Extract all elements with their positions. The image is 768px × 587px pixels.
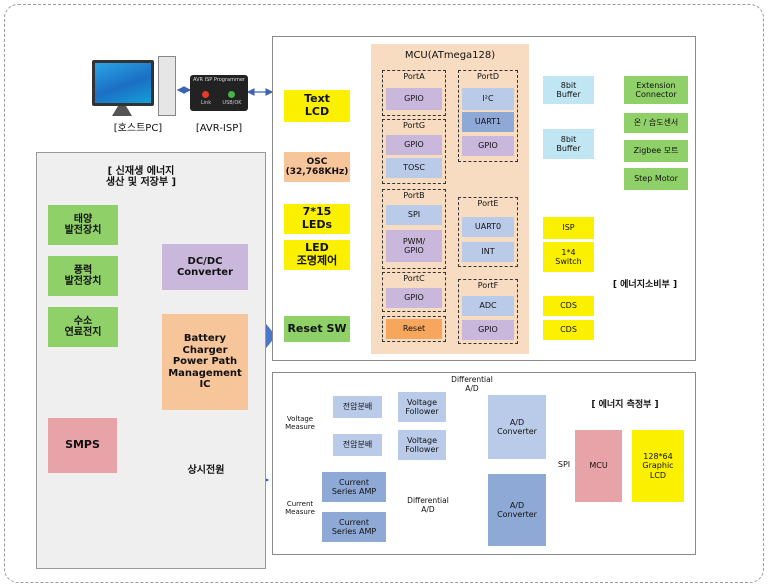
mcu-reset: Reset — [386, 319, 442, 339]
pc-tower-icon — [158, 56, 176, 116]
led-dimming-block: LED 조명제어 — [284, 240, 350, 270]
voltage-divider-1: 전압분배 — [333, 396, 382, 418]
port-b-pwm-gpio: PWM/ GPIO — [386, 230, 442, 262]
voltage-follower-2: Voltage Follower — [398, 430, 446, 460]
port-e-uart0: UART0 — [462, 217, 514, 237]
text-lcd: Text LCD — [284, 90, 350, 122]
led-red-icon — [202, 91, 209, 98]
port-e-int: INT — [462, 242, 514, 262]
wind-generator: 풍력 발전장치 — [48, 256, 118, 296]
port-d-box — [458, 70, 518, 162]
battery-charger-ic: Battery Charger Power Path Management IC — [162, 314, 248, 410]
reset-box — [382, 316, 446, 342]
solar-generator: 태양 발전장치 — [48, 205, 118, 245]
port-g-box — [382, 119, 446, 184]
port-f-adc: ADC — [462, 296, 514, 316]
buffer-1: 8bit Buffer — [543, 76, 594, 104]
port-f-title: PortF — [477, 281, 499, 291]
port-c-box — [382, 272, 446, 312]
current-series-amp-2: Current Series AMP — [322, 512, 386, 542]
port-c-title: PortC — [403, 274, 425, 284]
port-g-title: PortG — [402, 121, 426, 131]
voltage-measure-label: Voltage Measure — [285, 414, 315, 431]
isp-led1-text: Link — [200, 99, 212, 106]
port-d-title: PortD — [476, 72, 500, 82]
spi-label: SPI — [557, 460, 571, 470]
energy-consumption-label: [ 에너지소비부 ] — [612, 279, 678, 290]
ad-converter-2: A/D Converter — [488, 474, 546, 546]
avr-isp-device: AVR ISP Programmer Link USB/OK — [190, 75, 248, 111]
isp-connector: ISP — [543, 217, 594, 239]
port-b-title: PortB — [403, 191, 425, 201]
current-series-amp-1: Current Series AMP — [322, 472, 386, 502]
hydrogen-fuel-cell: 수소 연료전지 — [48, 307, 118, 347]
port-f-gpio: GPIO — [462, 320, 514, 340]
temp-humidity-sensor: 온 / 습도센서 — [624, 113, 688, 133]
port-e-box — [458, 197, 518, 267]
port-d-uart1: UART1 — [462, 112, 514, 132]
ad-converter-1: A/D Converter — [488, 395, 546, 459]
switch-block: 1*4 Switch — [543, 242, 594, 272]
avr-isp-label: [AVR-ISP] — [195, 123, 243, 135]
host-pc — [92, 56, 184, 122]
graphic-lcd: 128*64 Graphic LCD — [632, 430, 684, 502]
differential-ad-label-1: Differential A/D — [451, 375, 493, 393]
measurement-mcu: MCU — [575, 430, 622, 502]
energy-generation-title: [ 신재생 에너지 생산 및 저장부 ] — [105, 165, 177, 189]
standby-power-label: 상시전원 — [187, 465, 225, 477]
port-a-box — [382, 70, 446, 116]
differential-ad-label-2: Differential A/D — [407, 496, 449, 514]
reset-sw-block: Reset SW — [284, 316, 350, 342]
port-a-gpio: GPIO — [386, 88, 442, 110]
port-g-tosc: TOSC — [386, 158, 442, 178]
buffer-2: 8bit Buffer — [543, 129, 594, 159]
mcu-title: MCU(ATmega128) — [404, 50, 496, 62]
leds-block: 7*15 LEDs — [284, 204, 350, 234]
voltage-follower-1: Voltage Follower — [398, 392, 446, 422]
port-d-i2c: I²C — [462, 88, 514, 110]
osc-block: OSC (32,768KHz) — [284, 152, 350, 182]
energy-measurement-title: [ 에너지 측정부 ] — [591, 399, 659, 410]
port-a-title: PortA — [403, 72, 425, 82]
current-measure-label: Current Measure — [285, 499, 315, 516]
outer-frame — [4, 4, 764, 583]
port-b-spi: SPI — [386, 205, 442, 225]
voltage-divider-2: 전압분배 — [333, 434, 382, 456]
isp-led2-text: USB/OK — [222, 99, 242, 106]
port-b-box — [382, 189, 446, 269]
monitor-stand — [112, 106, 132, 116]
monitor-icon — [92, 60, 154, 106]
smps-block: SMPS — [48, 418, 117, 473]
port-g-gpio: GPIO — [386, 135, 442, 155]
zigbee-mote: Zigbee 모트 — [624, 140, 688, 162]
port-f-box — [458, 279, 518, 344]
extension-connector: Extension Connector — [624, 76, 688, 104]
port-c-gpio: GPIO — [386, 288, 442, 308]
port-e-title: PortE — [477, 199, 499, 209]
step-motor: Step Motor — [624, 168, 688, 190]
port-d-gpio: GPIO — [462, 136, 514, 156]
dcdc-converter: DC/DC Converter — [162, 244, 248, 290]
isp-screen-text: AVR ISP Programmer — [193, 77, 245, 84]
cds-1: CDS — [543, 296, 594, 316]
host-pc-label: [호스트PC] — [113, 123, 163, 135]
cds-2: CDS — [543, 320, 594, 340]
led-green-icon — [228, 91, 235, 98]
